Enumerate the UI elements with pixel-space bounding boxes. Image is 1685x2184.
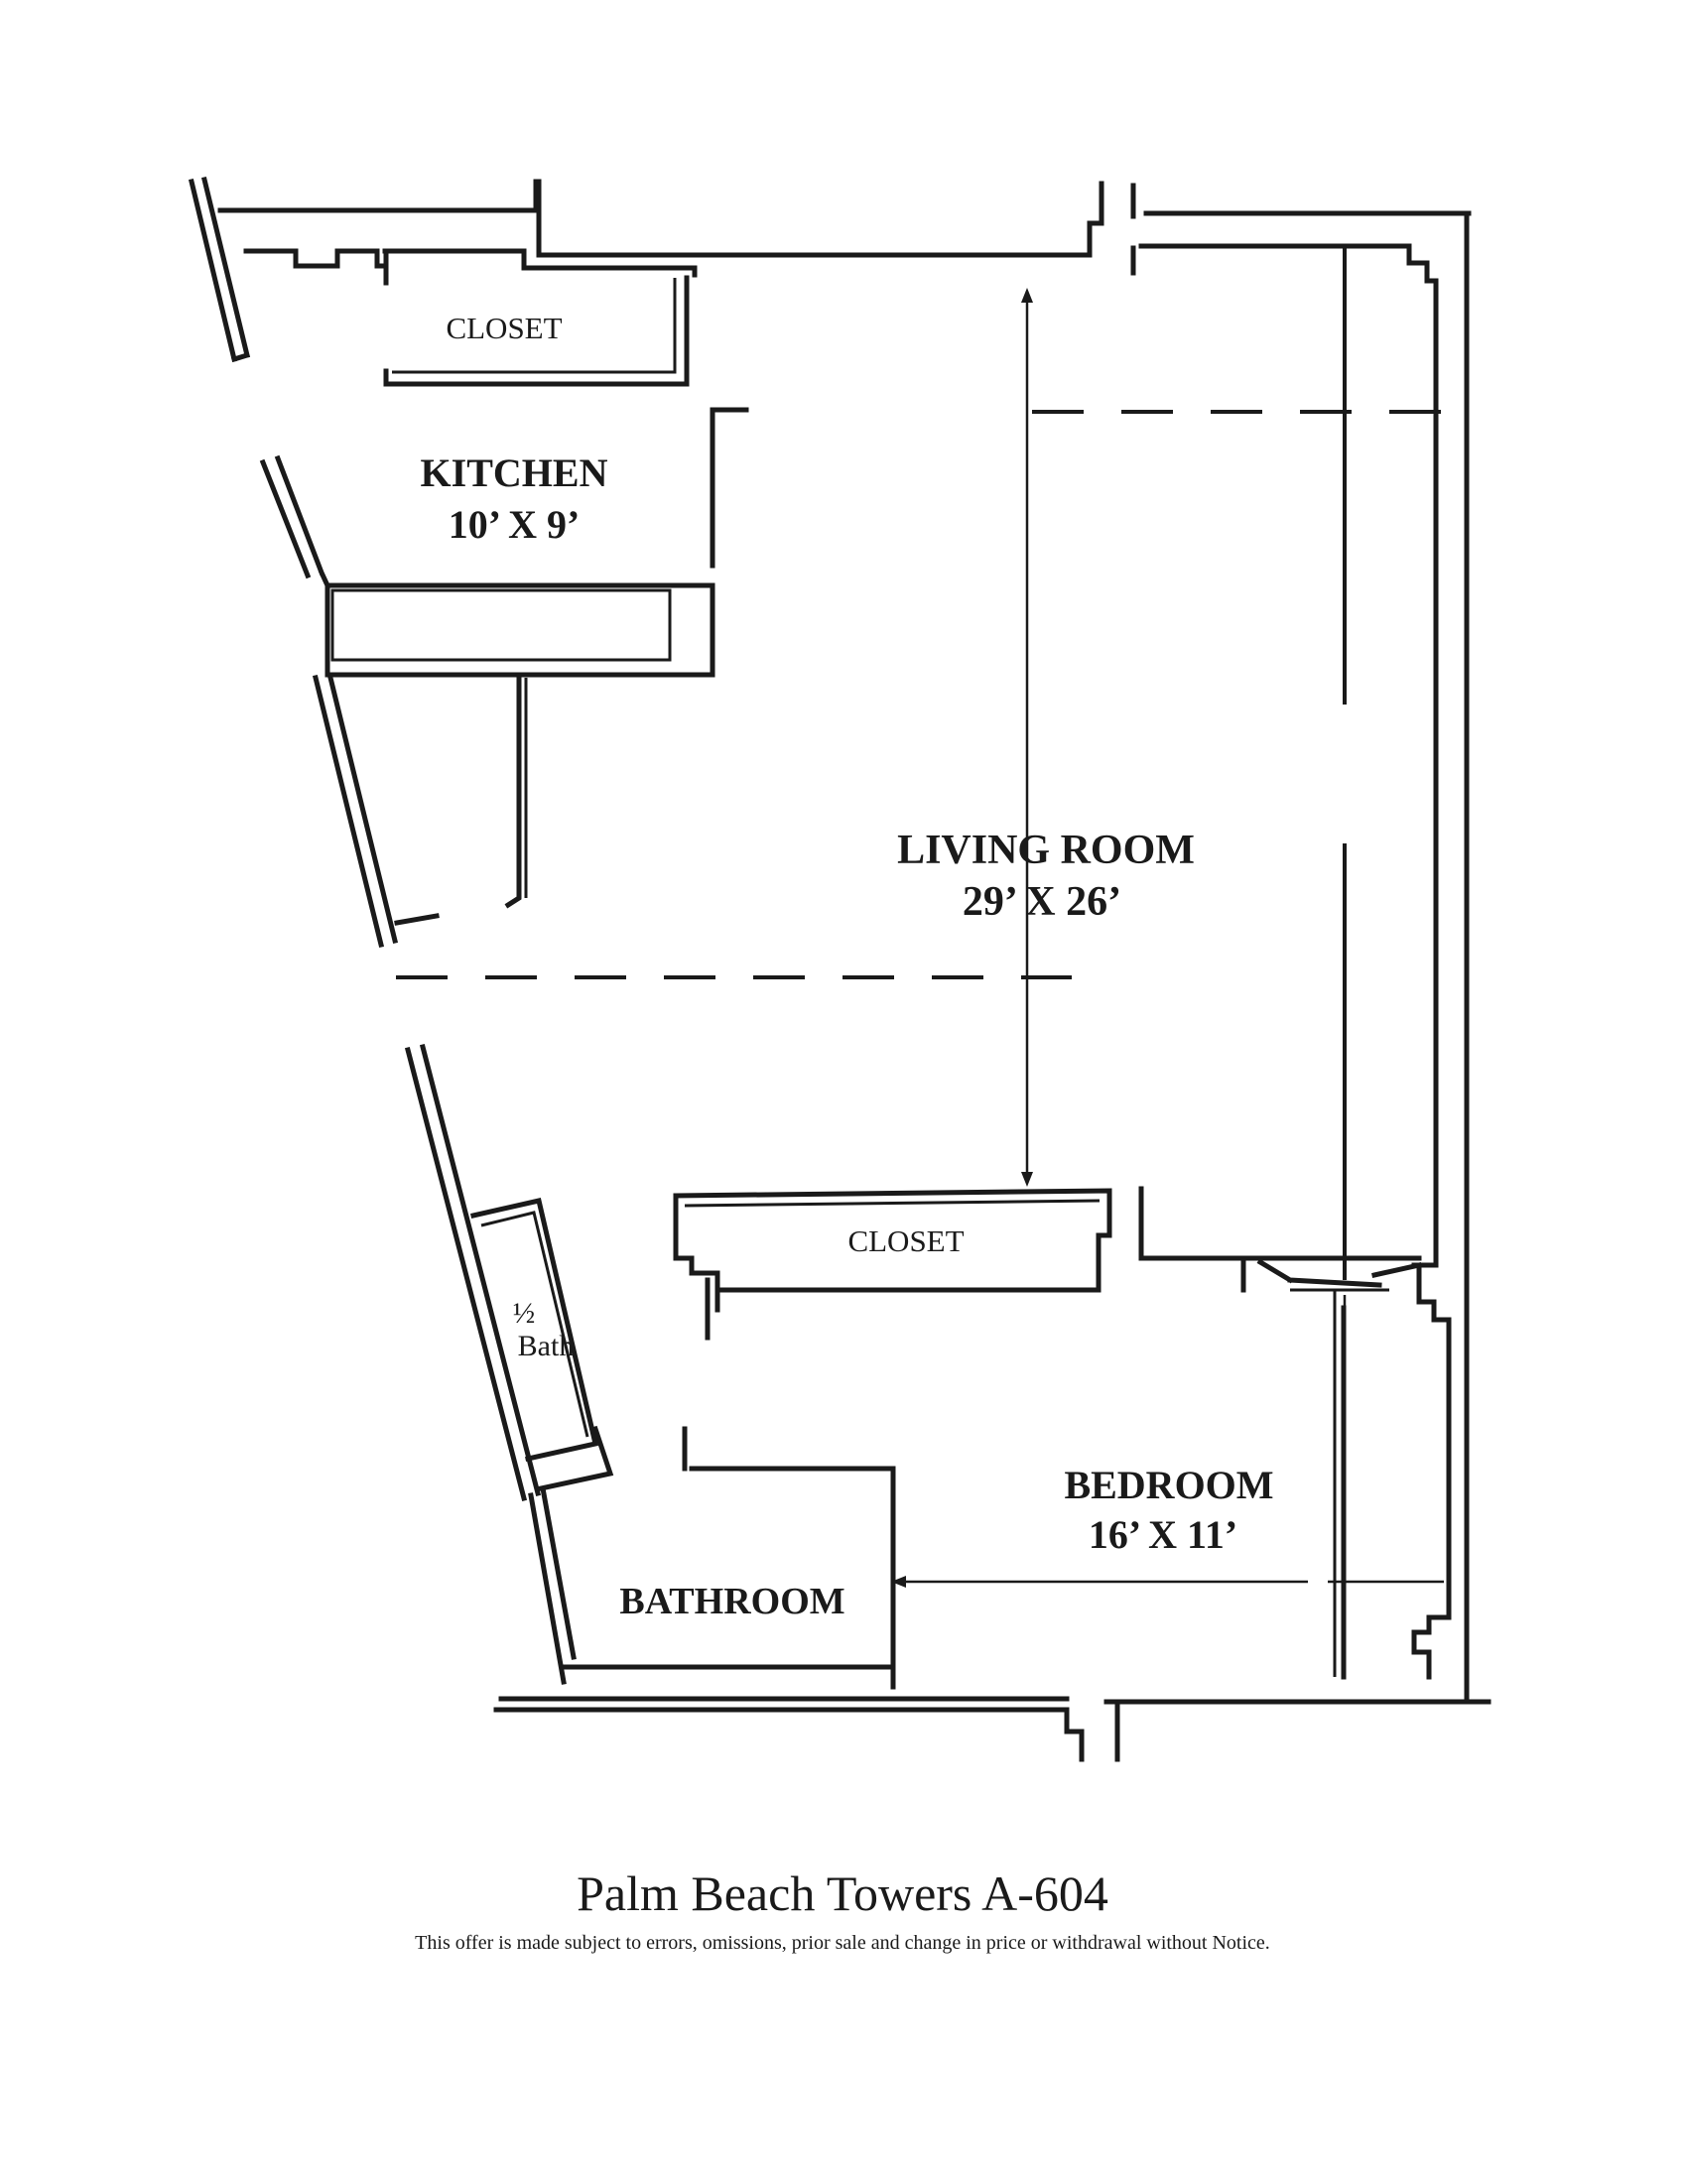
living-room-dim-arrow-top [1021,288,1033,303]
kitchen-partition [504,675,522,909]
half-bath-inner [480,1211,589,1438]
closet-middle-walls [673,1188,1112,1293]
living-room-label: LIVING ROOM [897,828,1195,873]
wall-mid-horizontal [1138,1186,1422,1293]
half-bath-label-line2: Bath [518,1330,575,1362]
dimension-lines [891,288,1444,1657]
bedroom-label: BEDROOM [1064,1463,1273,1507]
wall-top-left-inner [243,248,388,269]
wall-top-center [536,179,1104,258]
bedroom-size: 16’ X 11’ [1089,1512,1237,1557]
wall-left-lower-slant [404,1043,542,1502]
half-bath-label-line1: ½ [513,1297,536,1330]
closet-top-walls [383,248,690,387]
kitchen-door-jamb [394,913,440,926]
closet-top-label: CLOSET [446,311,562,345]
plan-disclaimer: This offer is made subject to errors, om… [415,1932,1270,1954]
half-bath-walls [470,1198,599,1462]
kitchen-label: KITCHEN [421,450,608,495]
wall-right-lower [1411,1267,1452,1680]
living-room-size: 29’ X 26’ [963,879,1121,925]
closet-top-inner-line [392,278,677,374]
closet-middle-label: CLOSET [847,1223,964,1258]
wall-mid-door [1256,1258,1422,1288]
half-bath-door [538,1425,614,1491]
wall-left-mid-slant [312,674,399,949]
wall-top-left [217,179,539,213]
wall-right-upper [1130,243,1439,1268]
room-labels: CLOSET KITCHEN 10’ X 9’ LIVING ROOM 29’ … [421,311,1274,1622]
bathroom-walls [682,1426,896,1690]
closet-middle-left-lower [705,1277,720,1341]
living-room-dim-arrow-bottom [1021,1172,1033,1187]
wall-top-right [1130,183,1472,219]
walls [188,176,1491,1762]
room-boundaries [396,248,1454,1280]
plan-title: Palm Beach Towers A-604 [577,1865,1108,1921]
bedroom-dim-arrow-left [891,1576,906,1588]
kitchen-counter [324,582,715,678]
bathroom-label: BATHROOM [619,1581,844,1622]
wall-top-left-slant [188,176,251,363]
closet-middle-left [673,1193,1102,1293]
closet-middle-inner [684,1199,1101,1208]
wall-top-left-inner-2 [382,248,698,278]
kitchen-size: 10’ X 9’ [449,502,581,547]
kitchen-left-slant [259,454,331,589]
wall-left-bottom-slant [528,1485,577,1685]
kitchen-counter-inner [330,588,672,662]
wall-bottom [493,1699,1491,1762]
